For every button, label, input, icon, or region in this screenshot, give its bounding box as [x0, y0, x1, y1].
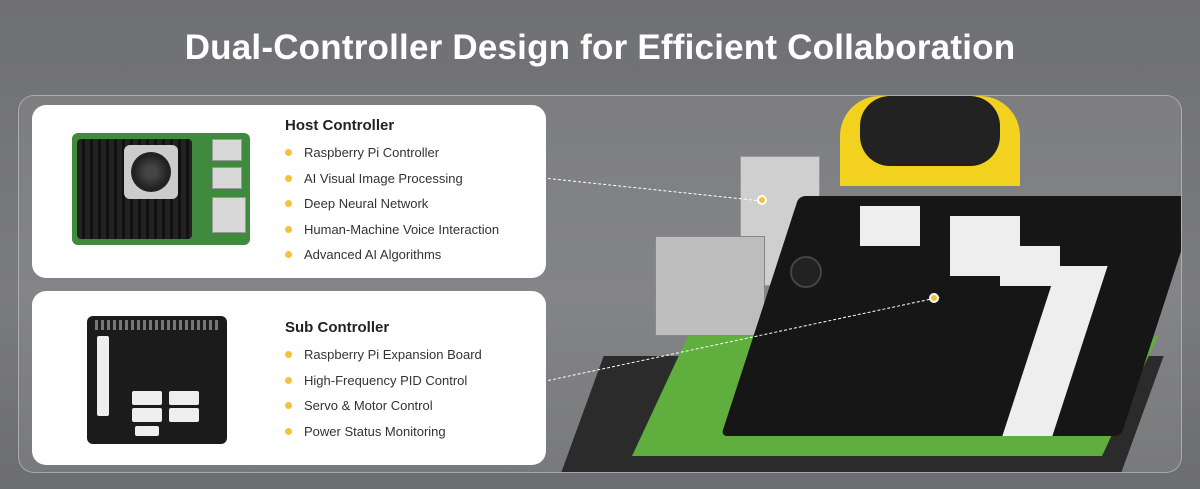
robot-product-image: [560, 96, 1181, 472]
sub-heading: Sub Controller: [285, 319, 390, 336]
bullet-icon: [285, 225, 292, 233]
bullet-icon: [285, 402, 292, 410]
list-item: Raspberry Pi Controller: [285, 140, 499, 166]
expansion-board-image: [87, 316, 227, 444]
list-item: High-Frequency PID Control: [285, 368, 482, 394]
list-item: Power Status Monitoring: [285, 419, 482, 445]
bullet-icon: [285, 427, 292, 435]
list-item: Servo & Motor Control: [285, 393, 482, 419]
list-item: Advanced AI Algorithms: [285, 242, 499, 268]
fan-icon: [124, 145, 178, 199]
list-item: AI Visual Image Processing: [285, 166, 499, 192]
sub-marker: [929, 293, 939, 303]
sub-controller-card: Sub Controller Raspberry Pi Expansion Bo…: [32, 291, 546, 465]
bullet-icon: [285, 200, 292, 208]
bullet-icon: [285, 174, 292, 182]
bullet-icon: [285, 351, 292, 359]
bullet-icon: [285, 251, 292, 259]
page-title: Dual-Controller Design for Efficient Col…: [184, 28, 1016, 67]
host-heading: Host Controller: [285, 117, 395, 134]
host-controller-card: Host Controller Raspberry Pi Controller …: [32, 105, 546, 278]
raspberry-pi-image: [72, 133, 250, 245]
list-item: Deep Neural Network: [285, 191, 499, 217]
list-item: Human-Machine Voice Interaction: [285, 217, 499, 243]
list-item: Raspberry Pi Expansion Board: [285, 342, 482, 368]
bullet-icon: [285, 149, 292, 157]
bullet-icon: [285, 376, 292, 384]
ethernet-port: [655, 236, 765, 336]
host-marker: [757, 195, 767, 205]
